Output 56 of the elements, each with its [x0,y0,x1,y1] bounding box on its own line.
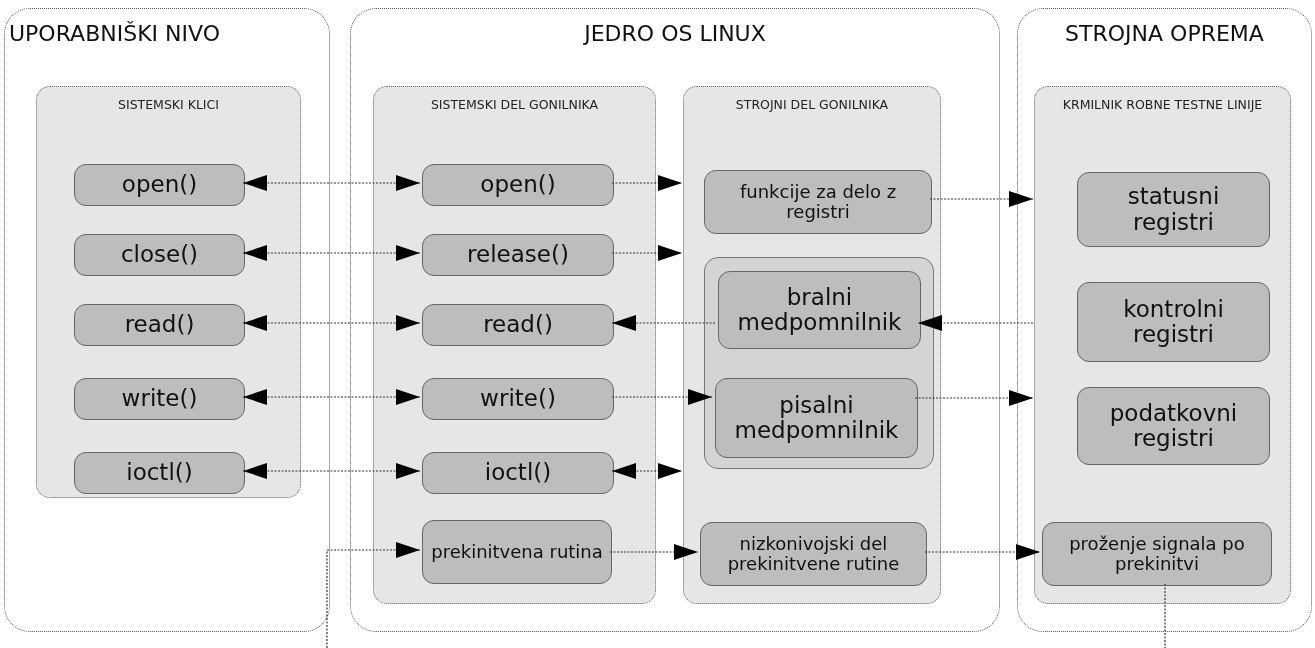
group-frame [704,257,934,469]
box-label: nizkonivojski del prekinitvene rutine [726,534,901,574]
level-title: JEDRO OS LINUX [582,21,767,46]
box-label: bralni medpomnilnik [736,284,903,336]
level-frame [350,8,1000,632]
box-label: podatkovni registri [1108,400,1239,452]
panel [1034,86,1291,604]
level-frame [1017,8,1312,632]
process-box [1042,522,1272,586]
box-label: release() [467,242,569,268]
process-box [422,520,612,584]
box-label: ioctl() [126,460,193,486]
process-box [74,452,245,494]
box-label: close() [120,242,199,268]
box-label: write() [121,386,198,412]
process-box [422,452,614,494]
box-label: statusni registri [1126,184,1221,235]
box-label: proženje signala po prekinitvi [1068,534,1246,574]
panel [36,86,301,498]
box-label: funkcije za delo z registri [738,182,898,222]
level-title: UPORABNIŠKI NIVO [9,21,221,46]
process-box [718,271,921,349]
process-box [700,522,927,586]
level-frame [4,8,330,632]
process-box [74,234,245,276]
panel [683,86,941,604]
box-label: pisalni medpomnilnik [733,392,900,444]
box-label: open() [480,172,556,198]
process-box [422,234,614,276]
box-label: write() [480,386,556,412]
arrow [917,315,1034,331]
arrow [914,390,1034,406]
box-label: kontrolni registri [1122,296,1225,348]
panel-heading: STROJNI DEL GONILNIKA [734,97,890,113]
process-box [715,378,918,458]
process-box [422,304,614,346]
process-box [74,378,245,420]
box-label: prekinitvena rutina [431,542,603,562]
level-title: STROJNA OPREMA [1064,21,1265,46]
panel-heading: KRMILNIK ROBNE TESTNE LINIJE [1061,97,1264,113]
box-label: open() [121,172,198,198]
box-label: ioctl() [484,460,552,486]
box-label: read() [124,312,195,338]
process-box [1077,282,1270,362]
arrow [326,542,421,648]
process-box [1077,387,1270,465]
panel [373,86,656,604]
process-box [422,378,614,420]
process-box [704,170,932,234]
panel-heading: SISTEMSKI DEL GONILNIKA [429,97,600,113]
process-box [74,304,245,346]
process-box [422,164,614,206]
panel-heading: SISTEMSKI KLICI [117,97,220,113]
box-label: read() [483,312,553,338]
process-box [74,164,245,206]
process-box [1077,172,1270,247]
